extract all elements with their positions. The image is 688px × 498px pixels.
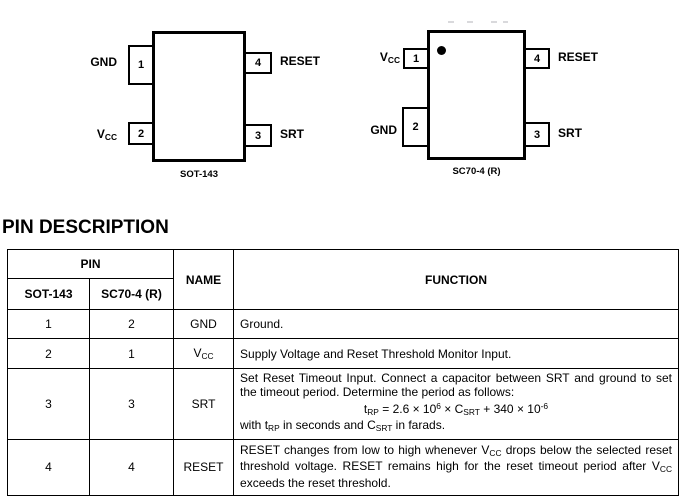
sc704-srt-label: SRT [558,126,582,140]
cell-srt-name: SRT [173,368,235,440]
header-function: FUNCTION [233,249,679,310]
table-row-srt: 3 3 SRT Set Reset Timeout Input. Connect… [7,368,679,440]
sc704-pin2-box: 2 [402,107,429,147]
srt-formula-note: with tRP in seconds and CSRT in farads. [240,418,446,434]
cell-vcc-sc704: 1 [88,338,175,369]
cell-gnd-sc704: 2 [88,309,175,339]
cell-reset-function: RESET changes from low to high whenever … [233,438,679,496]
sot143-caption: SOT-143 [179,169,219,180]
pin1-indicator-dot [437,46,446,55]
sc704-pin4-box: 4 [524,48,550,69]
sot143-vcc-label: VCC [96,127,117,143]
cell-reset-sot143: 4 [7,438,90,496]
cell-srt-sot143: 3 [7,368,90,440]
header-sot143: SOT-143 [7,278,90,310]
reset-function-text: RESET changes from low to high whenever … [240,442,672,491]
srt-function-text: Set Reset Timeout Input. Connect a capac… [240,371,672,399]
sc704-vcc-label: VCC [379,50,400,66]
artifact-dash [448,21,454,23]
cell-vcc-function: Supply Voltage and Reset Threshold Monit… [233,338,679,369]
table-row-gnd: 1 2 GND Ground. [7,309,679,339]
artifact-dash [503,21,508,23]
sc704-pin1-box: 1 [403,48,429,69]
sot143-pin4-box: 4 [244,52,272,74]
artifact-dash [467,21,473,23]
sc704-caption: SC70-4 (R) [452,166,501,177]
sot143-pin1-box: 1 [128,45,154,85]
sc704-gnd-label: GND [370,123,397,137]
sc704-reset-label: RESET [558,50,599,64]
cell-reset-name: RESET [173,438,235,496]
pin-description-table: PIN NAME FUNCTION SOT-143 SC70-4 (R) 1 2… [6,249,679,496]
sot143-pin3-box: 3 [244,124,272,147]
sc704-package-body [427,30,526,160]
header-name: NAME [173,249,235,310]
sc704-pin3-box: 3 [524,122,550,147]
sot143-gnd-label: GND [90,55,117,69]
cell-reset-sc704: 4 [88,438,175,496]
sot143-srt-label: SRT [280,127,304,141]
cell-srt-sc704: 3 [88,368,175,440]
cell-gnd-name: GND [173,309,235,339]
cell-gnd-function: Ground. [233,309,679,339]
artifact-dash [491,21,497,23]
section-title: PIN DESCRIPTION [2,217,169,238]
sot143-reset-label: RESET [280,54,321,68]
header-pin-group: PIN [6,249,175,279]
cell-gnd-sot143: 1 [7,309,90,339]
cell-vcc-sot143: 2 [7,338,90,369]
cell-vcc-name: VCC [173,338,235,369]
sot143-package-body [152,31,246,162]
table-header: PIN NAME FUNCTION SOT-143 SC70-4 (R) [6,249,679,310]
cell-srt-function: Set Reset Timeout Input. Connect a capac… [233,368,679,440]
table-row-reset: 4 4 RESET RESET changes from low to high… [7,438,679,496]
header-sc704: SC70-4 (R) [88,278,175,310]
sot143-pin2-box: 2 [128,122,154,145]
srt-timeout-formula: tRP = 2.6 × 106 × CSRT + 340 × 10-6 [363,401,549,418]
table-row-vcc: 2 1 VCC Supply Voltage and Reset Thresho… [7,338,679,369]
